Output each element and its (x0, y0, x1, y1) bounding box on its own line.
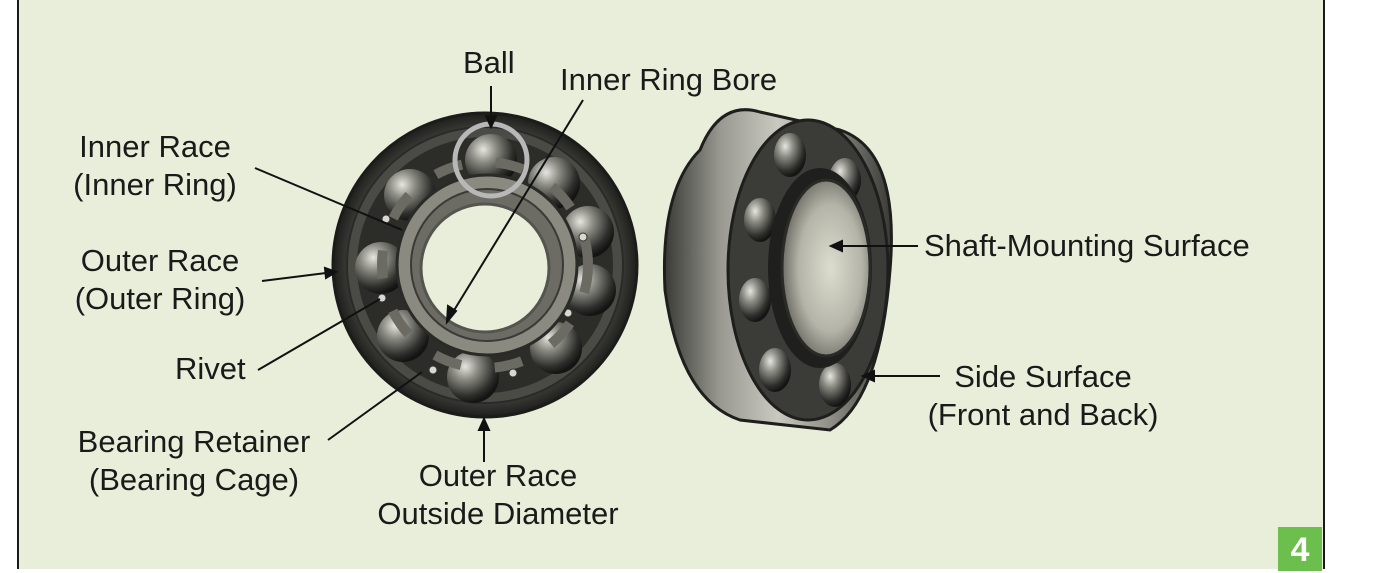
label-outer-race-od-line1: Outer Race (418, 458, 578, 493)
label-shaft-mounting-surface: Shaft-Mounting Surface (924, 228, 1250, 263)
leader-lines (254, 86, 940, 462)
label-outer-race: Outer Race (Outer Ring) (60, 242, 260, 318)
bearing-cage (377, 157, 593, 373)
label-inner-ring-bore: Inner Ring Bore (560, 62, 778, 97)
label-bearing-retainer-line1: Bearing Retainer (77, 424, 311, 459)
figure-number-badge: 4 (1278, 527, 1322, 571)
label-side-surface-line1: Side Surface (954, 359, 1132, 394)
label-side-surface-line2: (Front and Back) (927, 397, 1159, 432)
label-inner-race-line1: Inner Race (79, 129, 231, 164)
bearing-side-view (662, 108, 893, 432)
label-rivet: Rivet (175, 351, 246, 386)
label-ball: Ball (463, 45, 515, 80)
bearing-front-view (331, 111, 639, 419)
label-outer-race-od-line2: Outside Diameter (377, 496, 619, 531)
inner-ring-bore (419, 202, 551, 334)
label-outer-race-line2: (Outer Ring) (74, 281, 246, 316)
label-bearing-retainer-line2: (Bearing Cage) (88, 462, 300, 497)
label-inner-race-line2: (Inner Ring) (73, 167, 237, 202)
label-outer-race-od: Outer Race Outside Diameter (366, 457, 630, 533)
shaft-mounting-surface (780, 178, 872, 358)
label-inner-race: Inner Race (Inner Ring) (60, 128, 250, 204)
label-bearing-retainer: Bearing Retainer (Bearing Cage) (64, 423, 324, 499)
label-outer-race-line1: Outer Race (80, 243, 240, 278)
label-side-surface: Side Surface (Front and Back) (918, 358, 1168, 434)
